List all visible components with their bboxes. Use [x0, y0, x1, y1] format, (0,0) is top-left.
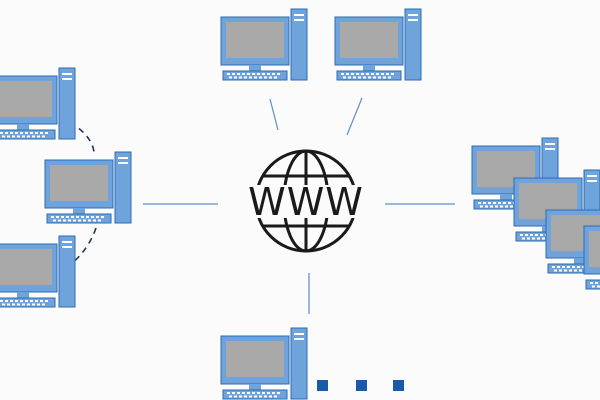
dashed-link-lower: [61, 227, 97, 271]
computer-top-right: [334, 8, 422, 81]
globe-label-backdrop: [250, 185, 362, 218]
connection-lines: [143, 97, 455, 314]
ellipsis-dot: [317, 380, 328, 391]
ellipsis-dots: [317, 380, 404, 391]
computer-top-left: [220, 8, 308, 81]
computer-left-bottom: [0, 235, 76, 308]
ellipsis-dot: [356, 380, 367, 391]
link-top-left: [269, 98, 279, 131]
computer-right-4: [583, 217, 600, 290]
globe-label: WWW: [248, 180, 364, 224]
ellipsis-dot: [393, 380, 404, 391]
computer-left-top: [0, 67, 76, 140]
computer-bottom: [220, 327, 308, 400]
computer-left-middle: [44, 151, 132, 224]
link-top-right: [346, 97, 363, 136]
